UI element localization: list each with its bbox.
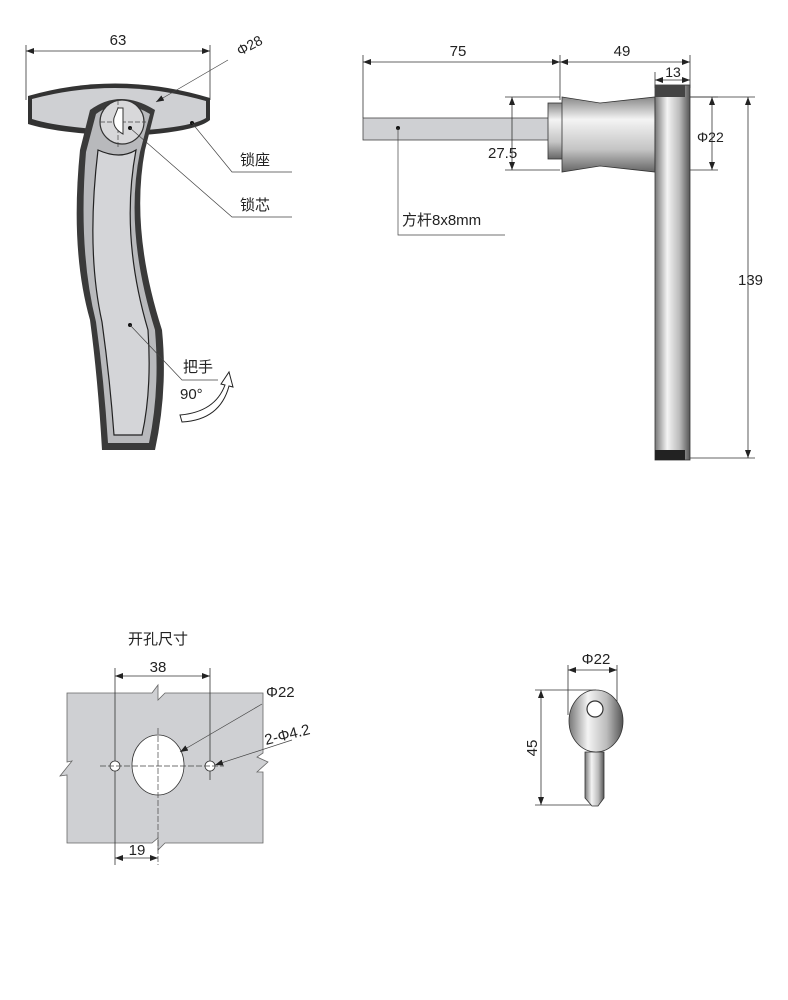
rotation-label: 90° — [180, 386, 203, 403]
key-blade — [584, 751, 605, 807]
body-dia-dim: Φ22 — [697, 129, 724, 145]
front-view: 63 Φ28 锁座 锁芯 把手 90° — [25, 32, 292, 450]
rotation-arrow-icon — [179, 370, 234, 423]
main-hole-dim: Φ22 — [266, 684, 295, 701]
cutout-view: 开孔尺寸 38 19 Φ22 2-Φ4.2 — [59, 631, 312, 865]
handle-plate — [654, 84, 691, 461]
key-length-dim: 45 — [524, 740, 541, 757]
side-view: 75 49 13 27.5 Φ22 139 方杆8x8mm — [362, 43, 763, 461]
core-dia-label: Φ28 — [234, 32, 265, 59]
handle-label: 把手 — [183, 359, 213, 376]
rod-height-dim: 27.5 — [488, 145, 517, 162]
cutout-title: 开孔尺寸 — [128, 631, 188, 648]
key-head — [568, 689, 624, 753]
body-length-dim: 49 — [614, 43, 631, 60]
rod-length-dim: 75 — [450, 43, 467, 60]
small-holes-dim: 2-Φ4.2 — [263, 721, 312, 749]
lock-core-label: 锁芯 — [240, 197, 270, 214]
center-offset-dim: 19 — [129, 842, 146, 859]
rod-label: 方杆8x8mm — [402, 212, 481, 229]
width-dim-63: 63 — [110, 32, 127, 49]
lock-base-label: 锁座 — [240, 152, 270, 169]
hole-spacing-dim: 38 — [150, 659, 167, 676]
key-width-dim: Φ22 — [582, 651, 611, 668]
keyhole-icon — [113, 107, 124, 135]
height-dim: 139 — [738, 272, 763, 289]
lock-cylinder — [561, 96, 656, 173]
square-rod — [362, 117, 556, 141]
plate-thickness-dim: 13 — [665, 64, 681, 80]
key-view: Φ22 45 — [524, 651, 624, 807]
